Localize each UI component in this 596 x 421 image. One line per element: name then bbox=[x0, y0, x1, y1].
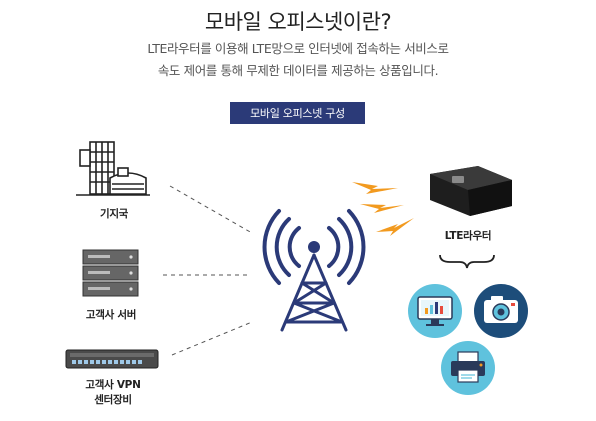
signal-bolt-icon bbox=[376, 218, 414, 236]
monitor-icon bbox=[408, 284, 462, 338]
signal-bolt-icon bbox=[352, 182, 398, 194]
label-vpn-line-2: 센터장비 bbox=[94, 394, 132, 406]
brace-icon bbox=[439, 254, 495, 269]
section-badge: 모바일 오피스넷 구성 bbox=[230, 102, 365, 124]
page-title: 모바일 오피스넷이란? bbox=[204, 10, 392, 34]
label-vpn: 고객사 VPN 센터장비 bbox=[70, 378, 156, 408]
page-subtitle: LTE라우터를 이용해 LTE망으로 인터넷에 접속하는 서비스로 속도 제어를… bbox=[0, 38, 596, 82]
lte-router-icon bbox=[430, 166, 512, 216]
connection-lines bbox=[163, 185, 253, 356]
building-icon bbox=[76, 141, 150, 196]
signal-bolts bbox=[352, 182, 414, 236]
label-customer-server: 고객사 서버 bbox=[85, 309, 137, 321]
label-vpn-line-1: 고객사 VPN bbox=[85, 379, 141, 391]
subtitle-line-1: LTE라우터를 이용해 LTE망으로 인터넷에 접속하는 서비스로 bbox=[147, 41, 449, 56]
subtitle-line-2: 속도 제어를 통해 무제한 데이터를 제공하는 상품입니다. bbox=[157, 63, 439, 78]
camera-icon bbox=[474, 284, 528, 338]
connection-base-station bbox=[169, 185, 253, 234]
connection-vpn bbox=[171, 321, 253, 356]
server-icon bbox=[82, 249, 139, 297]
printer-icon bbox=[441, 341, 495, 395]
cell-tower-icon bbox=[262, 209, 366, 332]
label-lte-router: LTE라우터 bbox=[444, 230, 492, 242]
network-switch-icon bbox=[65, 349, 159, 369]
signal-bolt-icon bbox=[360, 204, 404, 213]
label-base-station: 기지국 bbox=[99, 208, 129, 220]
